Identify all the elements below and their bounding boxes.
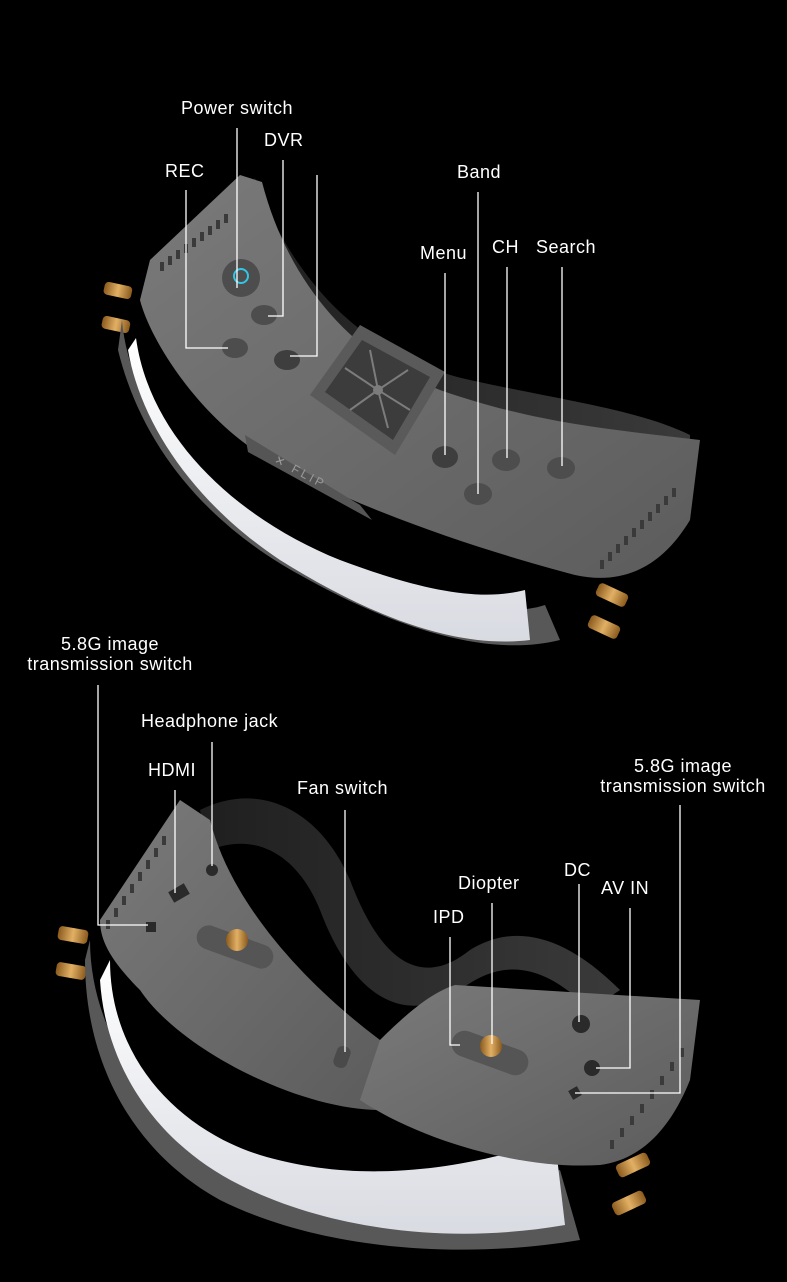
line-extra <box>290 175 318 357</box>
antenna-top-left <box>101 281 133 334</box>
search-button[interactable] <box>547 457 575 479</box>
ipd-slider[interactable] <box>448 1027 532 1079</box>
label-band: Band <box>457 162 502 182</box>
antenna-bottom-right <box>611 1152 651 1216</box>
label-image-switch-right-line1: 5.8G image <box>633 756 733 776</box>
av-in-port[interactable] <box>584 1060 600 1076</box>
label-hdmi: HDMI <box>148 760 196 780</box>
label-image-switch-left-line2: transmission switch <box>27 654 193 674</box>
line-dvr <box>268 160 284 317</box>
headphone-jack[interactable] <box>206 864 218 876</box>
line-rec <box>185 190 228 349</box>
callout-lines <box>97 128 681 1094</box>
menu-button[interactable] <box>432 446 458 468</box>
top-goggles <box>101 175 700 646</box>
label-dvr: DVR <box>264 130 304 150</box>
bottom-vent-grille-right <box>610 1048 684 1149</box>
left-ipd-slider[interactable] <box>193 922 276 972</box>
label-diopter: Diopter <box>458 873 520 893</box>
dvr-button[interactable] <box>251 305 277 325</box>
label-dc: DC <box>564 860 591 880</box>
label-image-switch-left: 5.8G image transmission switch <box>10 634 210 674</box>
rec-button[interactable] <box>222 338 248 358</box>
label-image-switch-right: 5.8G image transmission switch <box>585 756 781 796</box>
hdmi-port[interactable] <box>168 883 190 903</box>
label-search: Search <box>536 237 597 257</box>
label-rec: REC <box>165 161 205 181</box>
bottom-lower-shell <box>85 940 580 1250</box>
bottom-foam-padding <box>200 798 620 1010</box>
bottom-goggles <box>55 798 700 1250</box>
label-ch: CH <box>492 237 519 257</box>
label-menu: Menu <box>420 243 468 263</box>
top-lens-panel <box>128 338 530 642</box>
antenna-bottom-left <box>55 926 89 980</box>
image-switch-left[interactable] <box>146 922 156 932</box>
label-av-in: AV IN <box>601 878 650 898</box>
line-image-switch-left <box>97 685 148 926</box>
label-image-switch-right-line2: transmission switch <box>600 776 766 796</box>
dc-port[interactable] <box>572 1015 590 1033</box>
ch-button[interactable] <box>492 449 520 471</box>
label-image-switch-left-line1: 5.8G image <box>60 634 160 654</box>
label-headphone-jack: Headphone jack <box>141 711 279 731</box>
bottom-lens-panel <box>100 960 565 1234</box>
line-ipd <box>449 937 460 1046</box>
label-power-switch: Power switch <box>181 98 294 118</box>
top-fan-grille <box>310 325 445 455</box>
top-logo-tab <box>245 435 372 520</box>
antenna-top-right <box>587 583 629 639</box>
label-fan-switch: Fan switch <box>297 778 389 798</box>
label-ipd: IPD <box>433 907 465 927</box>
top-vent-grille-right <box>600 488 676 569</box>
fan-switch[interactable] <box>332 1044 353 1069</box>
line-image-switch-right <box>575 805 681 1094</box>
line-av-in <box>596 908 631 1069</box>
bottom-right-plate <box>360 985 700 1166</box>
power-button[interactable] <box>222 259 260 297</box>
extra-button[interactable] <box>274 350 300 370</box>
